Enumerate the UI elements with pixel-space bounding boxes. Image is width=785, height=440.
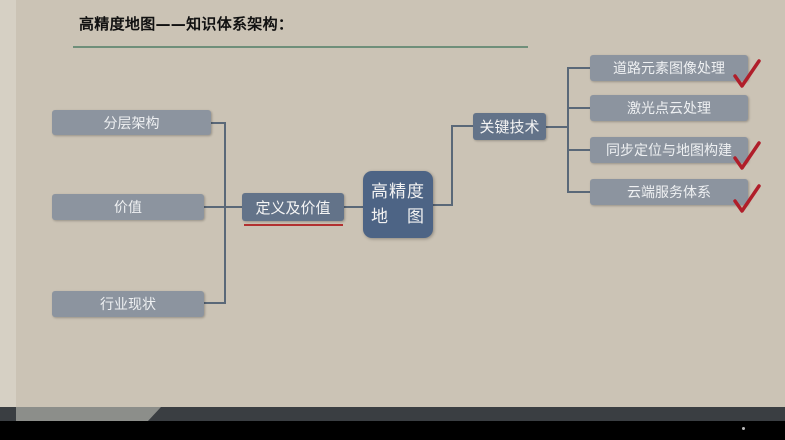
node-layer-architecture: 分层架构	[52, 110, 211, 135]
left-margin-strip	[0, 0, 16, 420]
title-divider	[73, 46, 528, 48]
node-lidar-point-cloud: 激光点云处理	[590, 95, 748, 121]
red-underline	[244, 224, 343, 226]
page-dot	[742, 427, 745, 430]
bottom-black-bar	[0, 421, 785, 440]
check-mark-icon	[733, 141, 761, 170]
node-cloud-service: 云端服务体系	[590, 179, 748, 205]
check-mark-icon	[733, 59, 761, 88]
core-line-2: 地 图	[371, 206, 425, 227]
node-value: 价值	[52, 194, 204, 220]
node-industry-status: 行业现状	[52, 291, 204, 317]
core-line-1: 高精度	[371, 181, 425, 202]
core-node-hd-map: 高精度 地 图	[363, 171, 433, 238]
node-definition-value: 定义及价值	[242, 193, 344, 221]
check-mark-icon	[733, 184, 761, 213]
node-road-element-image-processing: 道路元素图像处理	[590, 55, 748, 81]
bottom-wedge	[16, 407, 161, 421]
slide-title: 高精度地图——知识体系架构：	[79, 15, 294, 33]
bottom-band	[0, 407, 785, 421]
node-key-technology: 关键技术	[473, 113, 546, 140]
node-slam: 同步定位与地图构建	[590, 137, 748, 163]
